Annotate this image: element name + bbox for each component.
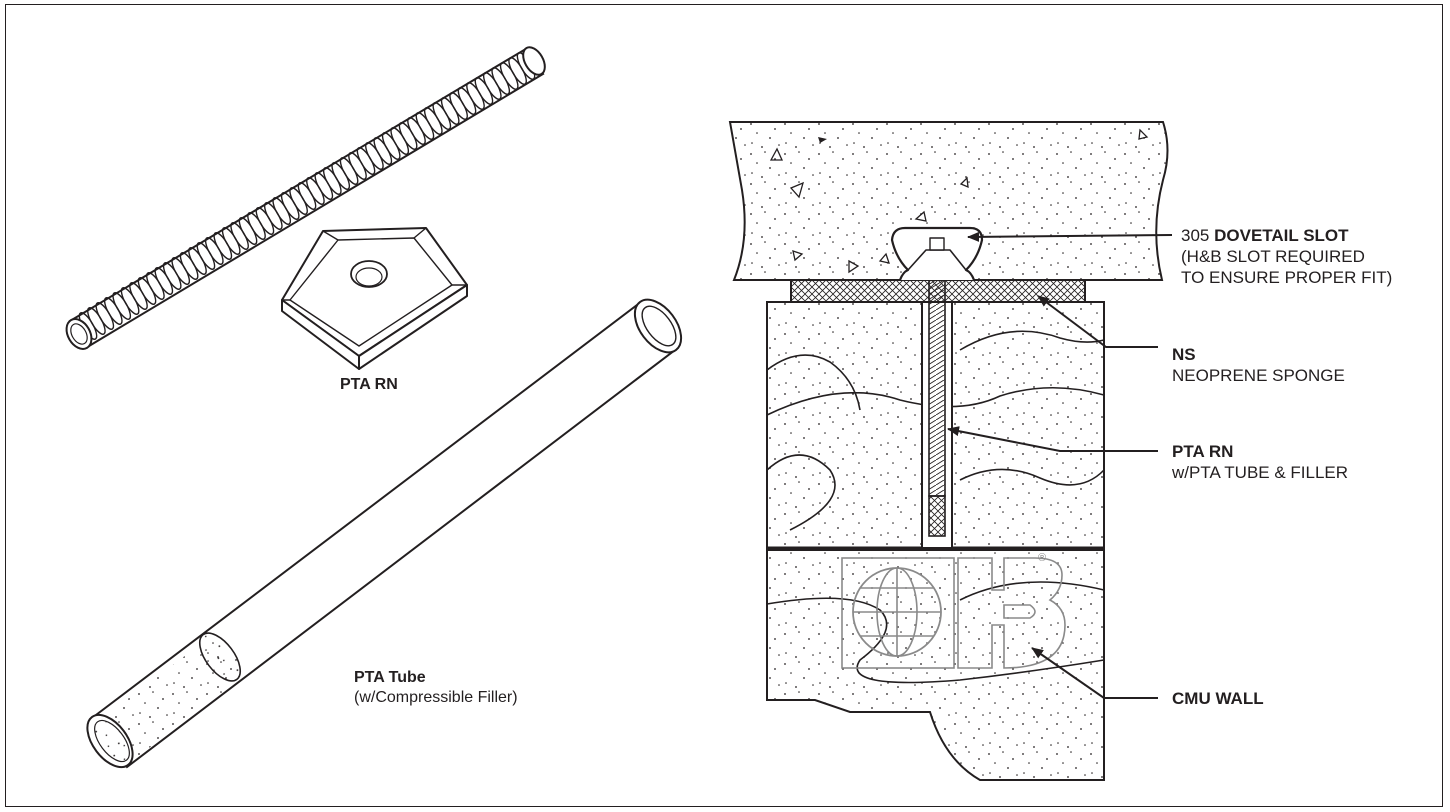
- registered-mark: ®: [1038, 552, 1046, 564]
- pta-rn-nut: [281, 227, 468, 370]
- label-cmu-wall: CMU WALL: [1172, 689, 1264, 708]
- leader-pta-rn: [947, 426, 1158, 452]
- label-ns: NS NEOPRENE SPONGE: [1172, 344, 1345, 386]
- dovetail-note-2: TO ENSURE PROPER FIT): [1181, 268, 1393, 287]
- rod-in-tube: [921, 275, 953, 549]
- dovetail-number: 305: [1181, 226, 1210, 245]
- hb-logo: ®: [841, 552, 1066, 669]
- dovetail-note-1: (H&B SLOT REQUIRED: [1181, 247, 1365, 266]
- leaders: [947, 231, 1173, 699]
- pta-rn-callout-name: PTA RN: [1172, 442, 1234, 461]
- label-pta-tube-name: PTA Tube: [354, 669, 426, 686]
- label-pta-tube-note: (w/Compressible Filler): [354, 689, 518, 706]
- leader-dovetail: [967, 231, 1173, 242]
- label-dovetail-slot: 305 DOVETAIL SLOT (H&B SLOT REQUIRED TO …: [1181, 225, 1392, 288]
- threaded-rod: [65, 46, 546, 350]
- leader-cmu: [1031, 647, 1158, 699]
- dovetail-slot: [890, 226, 984, 281]
- dovetail-name: DOVETAIL SLOT: [1214, 226, 1349, 245]
- ns-name: NEOPRENE SPONGE: [1172, 366, 1345, 385]
- label-pta-tube: PTA Tube (w/Compressible Filler): [354, 668, 518, 708]
- ns-code: NS: [1172, 345, 1196, 364]
- label-pta-rn-callout: PTA RN w/PTA TUBE & FILLER: [1172, 441, 1348, 483]
- concrete-slab: [728, 121, 1169, 281]
- label-pta-rn-product: PTA RN: [340, 376, 398, 393]
- pta-rn-callout-note: w/PTA TUBE & FILLER: [1172, 463, 1349, 482]
- pta-tube: [86, 298, 683, 769]
- leader-ns: [1037, 295, 1158, 348]
